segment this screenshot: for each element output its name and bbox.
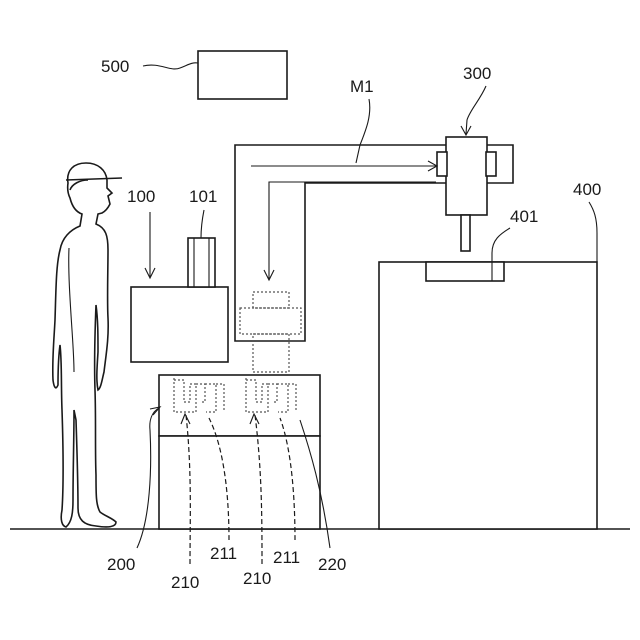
station-label: 100 bbox=[127, 187, 155, 206]
machine-label: 400 bbox=[573, 180, 601, 199]
table-base bbox=[159, 436, 320, 529]
operator-figure bbox=[53, 163, 122, 527]
pin-right-label: 211 bbox=[273, 548, 300, 567]
table-label: 200 bbox=[107, 555, 135, 574]
robot-label: 300 bbox=[463, 64, 491, 83]
robot-head bbox=[446, 137, 487, 215]
robot-head-right-clamp bbox=[486, 152, 496, 176]
station-part-outer bbox=[188, 238, 215, 287]
station-part-label: 101 bbox=[189, 187, 217, 206]
station-box bbox=[131, 287, 228, 362]
pin-left-label: 211 bbox=[210, 544, 237, 563]
machine-leader bbox=[589, 202, 597, 262]
holder-left-label: 210 bbox=[171, 573, 199, 592]
holder-right-label: 210 bbox=[243, 569, 271, 588]
path-m1-label: M1 bbox=[350, 77, 374, 96]
table-top-label: 220 bbox=[318, 555, 346, 574]
controller-label: 500 bbox=[101, 57, 129, 76]
station-part-leader bbox=[201, 210, 204, 238]
robot-leader bbox=[466, 86, 486, 134]
robot-head-left-clamp bbox=[437, 152, 447, 176]
controller-box bbox=[198, 51, 287, 99]
robot-spindle bbox=[461, 215, 470, 251]
table-leader bbox=[137, 408, 159, 548]
controller-leader bbox=[143, 63, 198, 69]
machine-box bbox=[379, 262, 597, 529]
machine-slot-label: 401 bbox=[510, 207, 538, 226]
